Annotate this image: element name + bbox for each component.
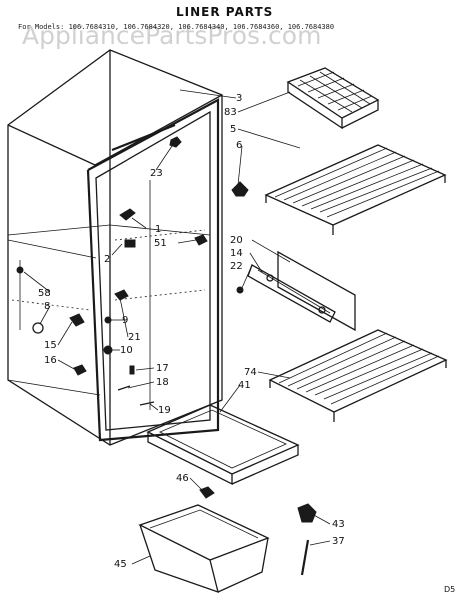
label-part-43: 43 xyxy=(332,519,345,530)
label-part-46: 46 xyxy=(176,473,189,484)
shelf-bracket-assembly xyxy=(236,250,356,332)
label-part-9: 9 xyxy=(122,315,128,326)
part-6-shelf-support xyxy=(231,181,249,197)
part-21-bracket xyxy=(114,289,129,301)
label-part-74: 74 xyxy=(244,367,257,378)
part-19-rod xyxy=(139,401,155,406)
part-labels: 3 83 5 6 23 1 51 2 20 14 22 58 8 9 21 10… xyxy=(38,93,345,570)
diagram-title: LINER PARTS xyxy=(176,5,273,19)
label-part-83: 83 xyxy=(224,107,237,118)
label-part-20: 20 xyxy=(230,235,243,246)
label-part-15: 15 xyxy=(44,340,57,351)
models-line: For Models: 106.7684310, 106.7684320, 10… xyxy=(18,23,334,31)
part-37-rod xyxy=(300,539,310,576)
label-part-10: 10 xyxy=(120,345,133,356)
part-17-pin xyxy=(129,365,135,375)
label-part-8: 8 xyxy=(44,301,50,312)
label-part-2: 2 xyxy=(104,254,110,265)
top-wire-shelf xyxy=(264,144,447,235)
label-part-51: 51 xyxy=(154,238,167,249)
cabinet-liner xyxy=(7,49,223,446)
label-part-3: 3 xyxy=(236,93,242,104)
label-part-41: 41 xyxy=(238,380,251,391)
label-part-6: 6 xyxy=(236,140,242,151)
label-part-21: 21 xyxy=(128,332,141,343)
part-18-rod xyxy=(117,385,131,391)
label-part-23: 23 xyxy=(150,168,163,179)
label-part-45: 45 xyxy=(114,559,127,570)
ice-tray xyxy=(286,67,380,130)
crisper-pan xyxy=(138,504,270,594)
watermark: AppliancePartsPros.com xyxy=(22,21,321,50)
part-58-screw xyxy=(16,266,24,274)
corner-code: D5 xyxy=(444,585,455,594)
label-part-37: 37 xyxy=(332,536,345,547)
part-43-light-socket xyxy=(297,503,317,523)
label-part-5: 5 xyxy=(230,124,236,135)
lower-wire-shelf xyxy=(268,329,448,422)
label-part-19: 19 xyxy=(158,405,171,416)
label-part-16: 16 xyxy=(44,355,57,366)
label-part-18: 18 xyxy=(156,377,169,388)
part-46-clip xyxy=(199,486,215,499)
part-1-bracket xyxy=(119,208,136,221)
label-part-14: 14 xyxy=(230,248,243,259)
part-22-screw xyxy=(236,286,244,294)
part-15-hinge xyxy=(69,313,85,327)
part-51-clip xyxy=(194,234,208,246)
label-part-58: 58 xyxy=(38,288,51,299)
liner-small-parts xyxy=(16,136,208,406)
part-2-block xyxy=(124,239,136,248)
part-23-clip xyxy=(169,136,182,148)
label-part-22: 22 xyxy=(230,261,243,272)
label-part-17: 17 xyxy=(156,363,169,374)
leader-lines xyxy=(23,89,331,565)
part-8-grommet xyxy=(32,322,44,334)
label-part-1: 1 xyxy=(155,224,161,235)
part-16-hinge xyxy=(73,364,87,376)
part-10-washer xyxy=(103,345,113,355)
drip-tray xyxy=(146,404,300,486)
